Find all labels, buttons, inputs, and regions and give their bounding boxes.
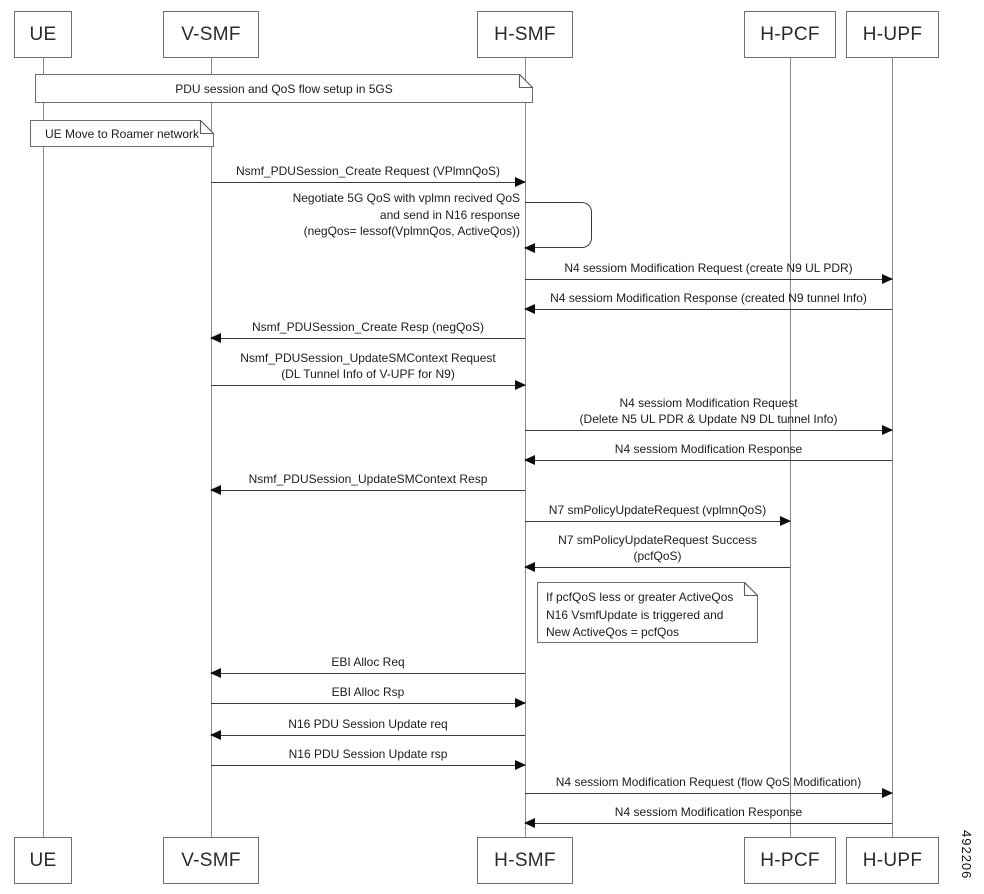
participant-v-smf-bottom: V-SMF	[163, 837, 259, 884]
message-label: N16 PDU Session Update req	[288, 717, 448, 731]
message-label: N16 PDU Session Update rsp	[288, 747, 448, 761]
arrow-line	[525, 279, 892, 280]
arrow-line	[211, 490, 525, 491]
self-message-label: Negotiate 5G QoS with vplmn recived QoS …	[292, 191, 520, 238]
lifeline-v-smf	[211, 58, 212, 838]
arrowhead-right-icon	[882, 274, 893, 284]
participant-h-upf-bottom: H-UPF	[846, 837, 939, 884]
message-label: N4 sessiom Modification Response	[614, 805, 803, 819]
note-pdu-setup: PDU session and QoS flow setup in 5GS	[35, 74, 533, 103]
note-fold-icon	[743, 582, 758, 597]
self-message-loop	[524, 202, 592, 253]
message-label: N4 sessiom Modification Request (flow Qo…	[555, 775, 862, 789]
arrow-line	[211, 338, 525, 339]
participant-h-pcf-bottom: H-PCF	[744, 837, 836, 884]
participant-h-smf-top: H-SMF	[477, 11, 573, 58]
note-fold-icon	[199, 120, 214, 135]
note-ue-move-text: UE Move to Roamer network	[44, 126, 200, 141]
participant-h-upf-top: H-UPF	[846, 11, 939, 58]
lifeline-h-smf	[525, 58, 526, 838]
lifeline-h-pcf	[790, 58, 791, 838]
arrowhead-left-icon	[210, 485, 221, 495]
note-pdu-setup-text: PDU session and QoS flow setup in 5GS	[175, 81, 393, 96]
arrowhead-left-icon	[524, 304, 535, 314]
arrow-line	[211, 703, 525, 704]
arrow-line	[211, 182, 525, 183]
arrowhead-left-icon	[524, 455, 535, 465]
arrow-line	[525, 567, 790, 568]
arrowhead-right-icon	[515, 698, 526, 708]
note-pcf-qos: If pcfQoS less or greater ActiveQos N16 …	[537, 582, 758, 643]
arrow-line	[211, 673, 525, 674]
note-outline	[30, 120, 214, 147]
message-label: N7 smPolicyUpdateRequest (vplmnQoS)	[548, 503, 767, 517]
arrowhead-right-icon	[515, 760, 526, 770]
arrowhead-left-icon	[524, 818, 535, 828]
arrow-line	[211, 385, 525, 386]
arrow-line	[211, 735, 525, 736]
lifeline-ue	[43, 58, 44, 838]
message-label: EBI Alloc Req	[331, 655, 405, 669]
arrowhead-left-icon	[210, 668, 221, 678]
message-label: Nsmf_PDUSession_Create Resp (negQoS)	[251, 320, 485, 334]
arrowhead-right-icon	[882, 788, 893, 798]
participant-ue-bottom: UE	[14, 837, 72, 884]
note-pcf-qos-text: If pcfQoS less or greater ActiveQos N16 …	[546, 590, 734, 639]
note-outline	[35, 74, 533, 103]
arrowhead-right-icon	[515, 380, 526, 390]
message-label: EBI Alloc Rsp	[331, 685, 405, 699]
arrow-line	[525, 793, 892, 794]
message-label: Nsmf_PDUSession_UpdateSMContext Request …	[240, 351, 496, 381]
arrowhead-left-icon	[524, 243, 535, 253]
arrow-line	[525, 430, 892, 431]
participant-ue-top: UE	[14, 11, 72, 58]
message-label: N4 sessiom Modification Response	[614, 442, 803, 456]
arrow-line	[525, 460, 892, 461]
note-ue-move: UE Move to Roamer network	[30, 120, 214, 147]
message-label: Nsmf_PDUSession_Create Request (VPlmnQoS…	[235, 164, 501, 178]
message-label: N4 sessiom Modification Request (Delete …	[579, 396, 838, 426]
participant-v-smf-top: V-SMF	[163, 11, 259, 58]
arrowhead-left-icon	[524, 562, 535, 572]
message-label: Nsmf_PDUSession_UpdateSMContext Resp	[248, 472, 488, 486]
arrowhead-right-icon	[515, 177, 526, 187]
note-fold-icon	[518, 74, 533, 89]
participant-h-pcf-top: H-PCF	[744, 11, 836, 58]
arrowhead-left-icon	[210, 333, 221, 343]
lifeline-h-upf	[892, 58, 893, 838]
arrow-line	[525, 521, 790, 522]
message-label: N7 smPolicyUpdateRequest Success (pcfQoS…	[558, 533, 757, 563]
arrow-line	[211, 765, 525, 766]
note-outline	[537, 582, 758, 643]
arrowhead-left-icon	[210, 730, 221, 740]
participant-h-smf-bottom: H-SMF	[477, 837, 573, 884]
arrowhead-right-icon	[780, 516, 791, 526]
figure-number: 492206	[959, 830, 974, 880]
arrow-line	[525, 823, 892, 824]
message-label: N4 sessiom Modification Response (create…	[550, 291, 867, 305]
arrow-line	[525, 309, 892, 310]
arrowhead-right-icon	[882, 425, 893, 435]
message-label: N4 sessiom Modification Request (create …	[564, 261, 853, 275]
